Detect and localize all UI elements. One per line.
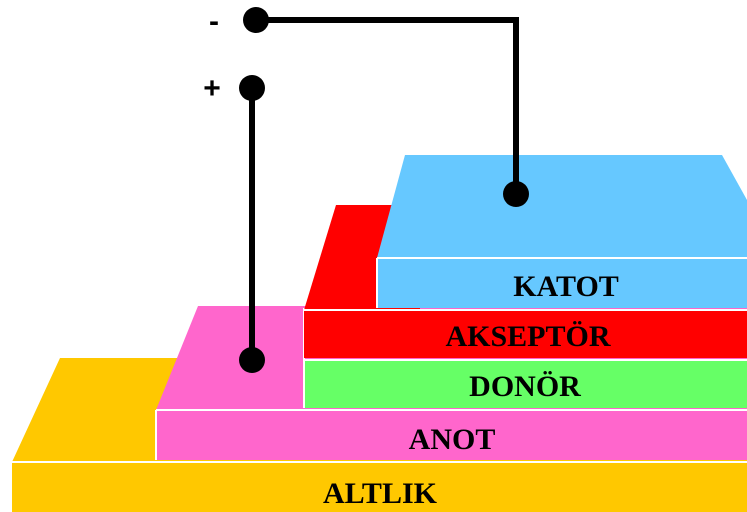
- positive-wire: +: [203, 72, 265, 373]
- katot-front-face: [377, 258, 747, 308]
- anot-contact-point: [239, 347, 265, 373]
- negative-terminal: [243, 7, 269, 33]
- negative-wire: -: [209, 5, 529, 207]
- anot-label: ANOT: [409, 423, 496, 456]
- positive-terminal: [239, 75, 265, 101]
- altlik-front-face: [12, 462, 747, 512]
- donor-front-face: [304, 360, 747, 408]
- positive-sign: +: [203, 72, 221, 105]
- akseptor-label: AKSEPTÖR: [445, 320, 610, 353]
- layer-katot: KATOT: [376, 155, 747, 308]
- katot-contact-point: [503, 181, 529, 207]
- akseptor-front-face: [304, 310, 747, 358]
- katot-top-face: [377, 155, 747, 258]
- donor-label: DONÖR: [469, 370, 581, 403]
- katot-label: KATOT: [513, 270, 619, 303]
- layer-donor: DONÖR: [303, 308, 747, 408]
- negative-wire-line: [256, 17, 519, 194]
- negative-sign: -: [209, 5, 219, 38]
- altlik-label: ALTLIK: [323, 477, 438, 510]
- anot-front-face: [156, 410, 747, 460]
